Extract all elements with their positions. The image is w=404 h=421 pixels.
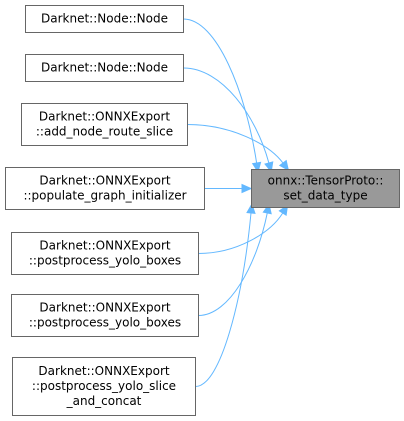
caller-node-box[interactable] (21, 103, 188, 146)
caller-node[interactable]: Darknet::ONNXExport::postprocess_yolo_sl… (12, 357, 196, 416)
caller-node[interactable]: Darknet::ONNXExport::postprocess_yolo_bo… (11, 294, 199, 337)
node-label-line: Darknet::ONNXExport (38, 364, 169, 378)
node-label-line: Darknet::Node::Node (41, 12, 168, 26)
node-label-line: Darknet::ONNXExport (39, 239, 170, 253)
caller-node[interactable]: Darknet::Node::Node (25, 54, 184, 82)
caller-node-box[interactable] (5, 167, 205, 210)
target-node[interactable]: onnx::TensorProto::set_data_type (251, 169, 400, 208)
arrowhead-icon (241, 183, 253, 194)
call-edge (195, 212, 252, 387)
node-label-line: Darknet::ONNXExport (39, 301, 170, 315)
caller-node-box[interactable] (12, 357, 196, 416)
caller-node-box[interactable] (25, 54, 184, 82)
node-label-line: ::postprocess_yolo_slice (32, 379, 176, 393)
caller-node[interactable]: Darknet::ONNXExport::populate_graph_init… (5, 167, 205, 210)
caller-node[interactable]: Darknet::Node::Node (25, 5, 184, 33)
target-node-box[interactable] (251, 169, 400, 208)
node-label-line: onnx::TensorProto:: (268, 174, 384, 188)
node-label-line: set_data_type (283, 189, 367, 203)
arrowhead-icon (246, 202, 256, 214)
caller-node[interactable]: Darknet::ONNXExport::postprocess_yolo_bo… (11, 232, 199, 275)
caller-node-box[interactable] (25, 5, 184, 33)
call-edge (198, 212, 268, 316)
node-label-line: ::postprocess_yolo_boxes (29, 316, 181, 330)
caller-node-box[interactable] (11, 294, 199, 337)
call-edge (183, 67, 270, 164)
node-label-line: Darknet::Node::Node (41, 61, 168, 75)
nodes-layer: Darknet::Node::NodeDarknet::Node::NodeDa… (5, 5, 400, 416)
node-label-line: _and_concat (66, 394, 142, 408)
caller-node-box[interactable] (11, 232, 199, 275)
call-edge (198, 212, 284, 254)
call-edge (187, 124, 284, 164)
caller-node[interactable]: Darknet::ONNXExport::add_node_route_slic… (21, 103, 188, 146)
edges-layer (183, 18, 290, 387)
node-label-line: ::postprocess_yolo_boxes (29, 254, 181, 268)
node-label-line: ::populate_graph_initializer (23, 189, 186, 203)
node-label-line: ::add_node_route_slice (36, 125, 173, 139)
arrowhead-icon (278, 159, 290, 172)
call-edge (183, 18, 258, 164)
node-label-line: Darknet::ONNXExport (39, 174, 170, 188)
node-label-line: Darknet::ONNXExport (39, 110, 170, 124)
